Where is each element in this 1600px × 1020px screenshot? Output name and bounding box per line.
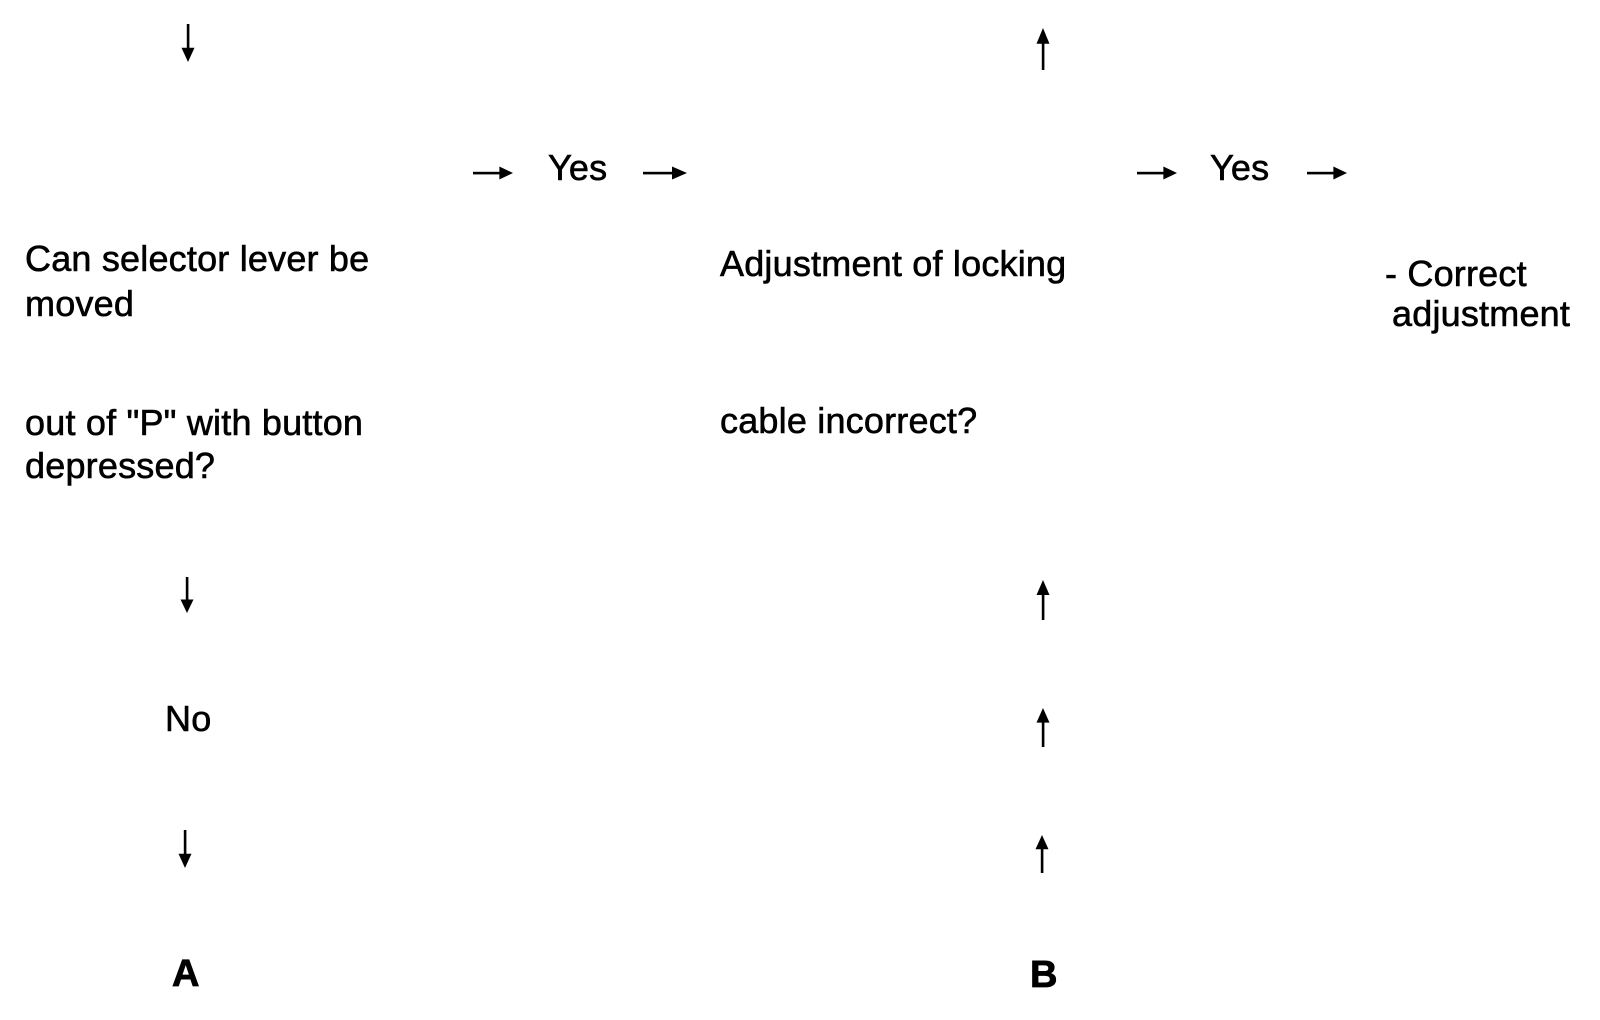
question-selector-lever-line1: Can selector lever be — [25, 238, 370, 279]
right-arrow-icon — [1137, 166, 1177, 180]
down-arrow-icon — [178, 830, 192, 868]
up-arrow-icon — [1036, 708, 1050, 747]
no-label: No — [165, 698, 212, 739]
connector-b-label: B — [1030, 954, 1058, 996]
right-arrow-icon — [473, 166, 513, 180]
result-correct-adjustment-line1: - Correct — [1385, 253, 1527, 294]
up-arrow-icon — [1035, 835, 1049, 873]
up-arrow-icon — [1036, 580, 1050, 620]
down-arrow-icon — [181, 24, 195, 62]
question-locking-cable-line2: cable incorrect? — [720, 400, 978, 441]
yes-label-left: Yes — [548, 147, 608, 188]
question-selector-lever-line4: depressed? — [25, 445, 216, 486]
right-arrow-icon — [643, 166, 687, 180]
up-arrow-icon — [1036, 28, 1050, 70]
question-selector-lever-line3: out of "P" with button — [25, 402, 364, 443]
question-locking-cable-line1: Adjustment of locking — [720, 243, 1067, 284]
right-arrow-icon — [1307, 166, 1347, 180]
down-arrow-icon — [180, 577, 194, 613]
question-selector-lever-line2: moved — [25, 283, 135, 324]
connector-a-label: A — [172, 953, 200, 995]
yes-label-right: Yes — [1210, 147, 1270, 188]
result-correct-adjustment-line2: adjustment — [1392, 293, 1571, 334]
